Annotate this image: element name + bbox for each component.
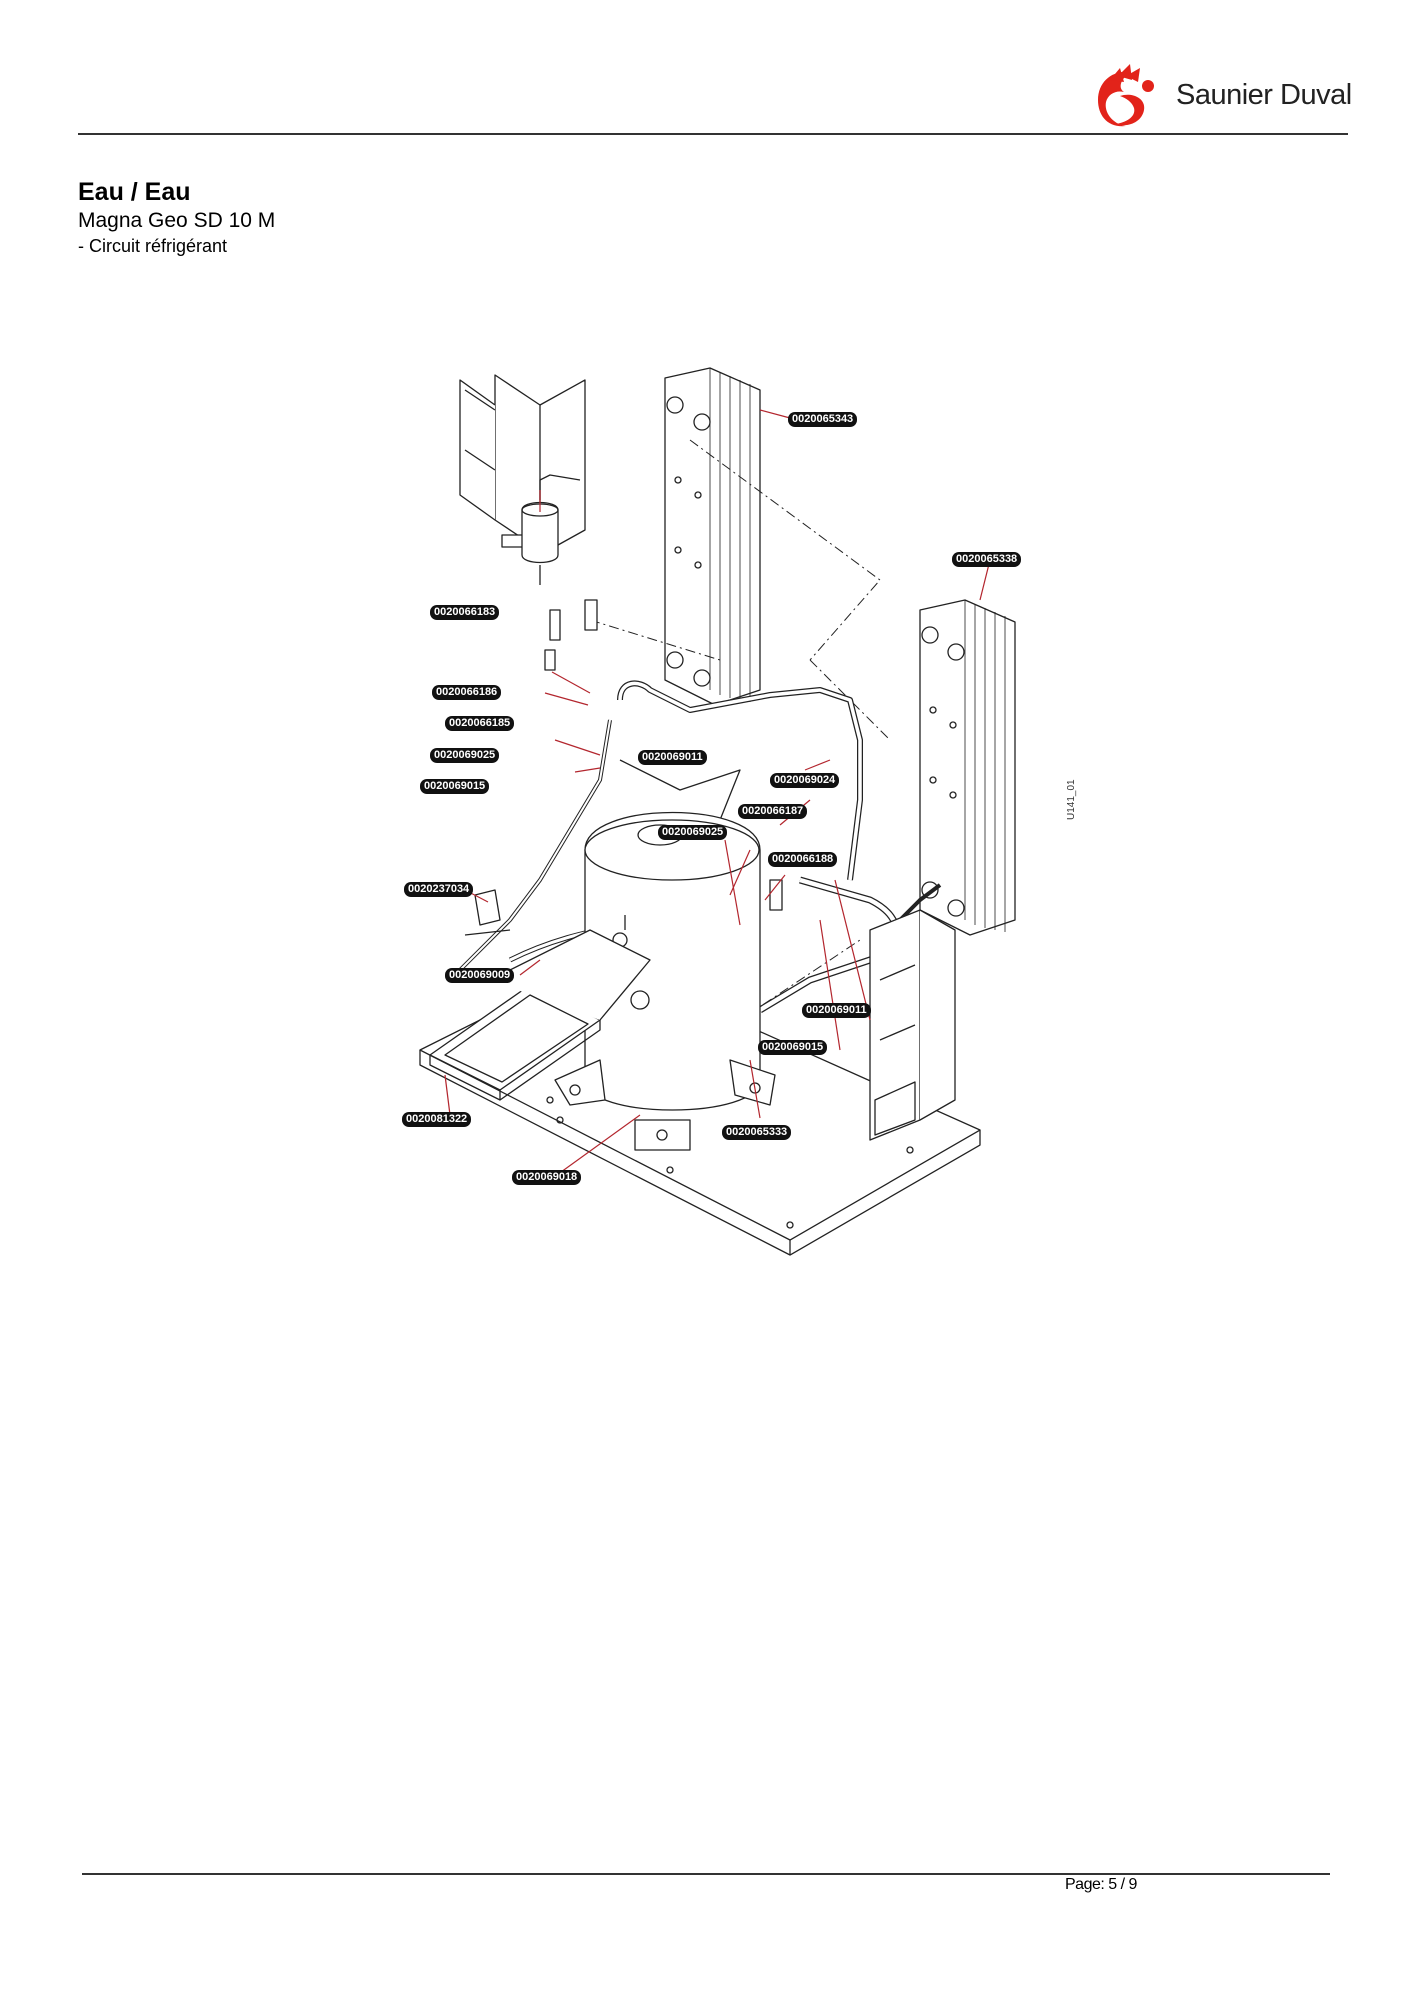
exploded-parts-diagram: 0020065343 0020065338 0020066183 0020066… xyxy=(390,360,1090,1300)
part-label: 0020069025 xyxy=(658,825,728,840)
brand-logo-mark-icon xyxy=(1098,64,1154,127)
filter-drier-drawing xyxy=(521,501,559,564)
part-label: 0020069015 xyxy=(758,1040,828,1055)
part-label: 0020069011 xyxy=(638,750,707,765)
part-label: 0020237034 xyxy=(404,882,474,897)
part-label: 0020065333 xyxy=(722,1125,792,1140)
part-label: 0020069009 xyxy=(445,968,515,983)
part-label: 0020069018 xyxy=(512,1170,582,1185)
part-label: 0020066188 xyxy=(768,852,838,867)
part-label: 0020069025 xyxy=(430,748,500,763)
part-label: 0020065338 xyxy=(952,552,1022,567)
part-label: 0020069024 xyxy=(770,773,840,788)
drawing-id: U141_01 xyxy=(1066,779,1077,820)
part-label: 0020065343 xyxy=(788,412,858,427)
brand-logo: Saunier Duval xyxy=(1090,62,1352,132)
section-title: - Circuit réfrigérant xyxy=(78,236,228,256)
header-divider xyxy=(78,133,1348,135)
part-label: 0020069015 xyxy=(420,779,490,794)
part-label: 0020066183 xyxy=(430,605,500,620)
right-bracket-drawing xyxy=(869,909,921,1141)
model-name: Magna Geo SD 10 M xyxy=(78,209,276,232)
right-heat-exchanger-drawing xyxy=(919,599,1016,936)
part-label: 0020069011 xyxy=(802,1003,871,1018)
part-label: 0020066185 xyxy=(445,716,515,731)
part-label: 0020081322 xyxy=(402,1112,472,1127)
part-label: 0020066187 xyxy=(738,804,808,819)
page-number: Page: 5 / 9 xyxy=(1065,1876,1137,1893)
part-label: 0020066186 xyxy=(432,685,502,700)
footer-divider xyxy=(82,1873,1330,1875)
brand-name: Saunier Duval xyxy=(1176,79,1352,111)
compressor-drawing xyxy=(584,811,761,1111)
document-title: Eau / Eau xyxy=(78,178,191,206)
upper-heat-exchanger-drawing xyxy=(664,367,761,706)
